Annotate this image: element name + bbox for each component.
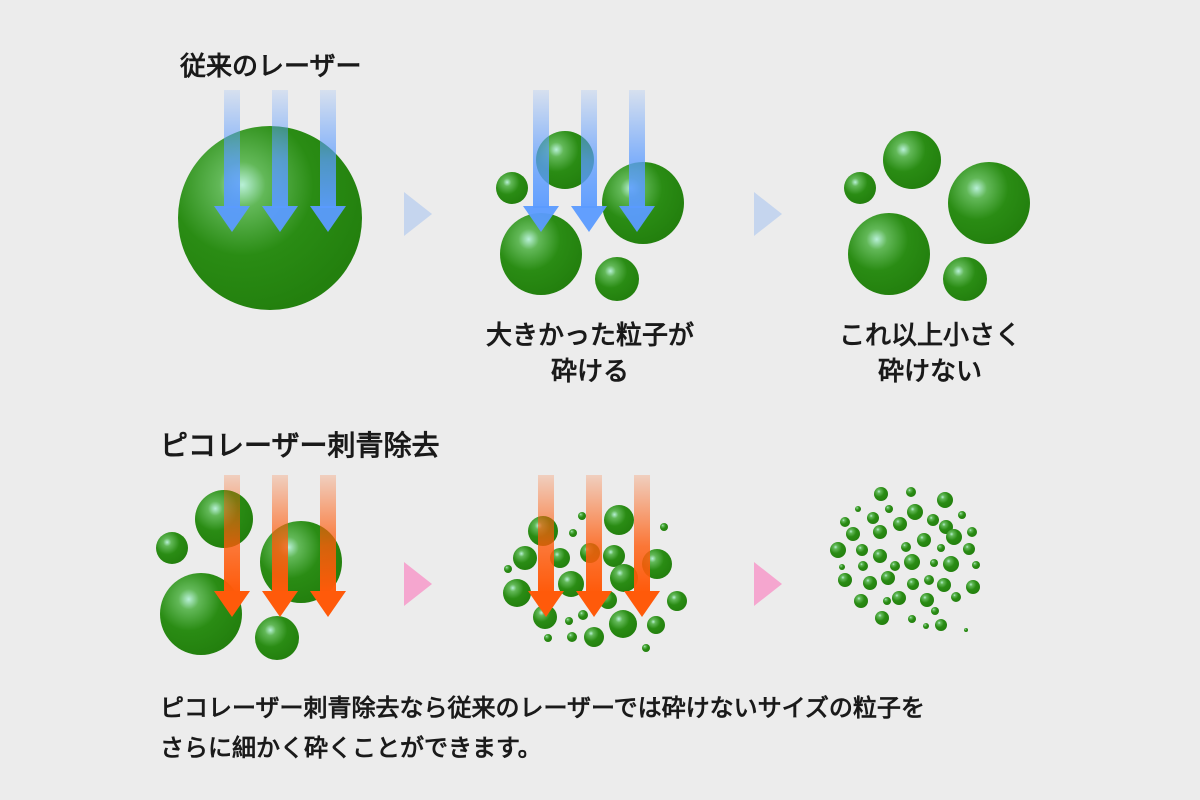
step-arrow-icon	[404, 562, 432, 606]
caption-line: 砕ける	[550, 357, 629, 387]
footer-line: ピコレーザー刺青除去なら従来のレーザーでは砕けないサイズの粒子を	[160, 694, 925, 722]
footer-line: さらに細かく砕くことができます。	[160, 734, 542, 762]
step-arrow-icon	[754, 192, 782, 236]
conventional-stage-2	[496, 90, 684, 301]
caption-line: これ以上小さく	[838, 321, 1021, 351]
red-laser-arrows	[528, 475, 660, 617]
step-arrow-icon	[404, 192, 432, 236]
caption-stage-2: 大きかった粒子が 砕ける	[440, 318, 740, 390]
pico-stage-2	[503, 475, 687, 652]
red-laser-arrows	[214, 475, 346, 617]
caption-stage-3: これ以上小さく 砕けない	[800, 318, 1060, 390]
blue-laser-arrows	[523, 90, 655, 232]
caption-line: 砕けない	[877, 357, 982, 387]
caption-line: 大きかった粒子が	[485, 321, 694, 351]
blue-laser-arrows	[214, 90, 346, 232]
conventional-stage-3	[844, 131, 1030, 301]
conventional-laser-title: 従来のレーザー	[180, 52, 362, 82]
footer-description: ピコレーザー刺青除去なら従来のレーザーでは砕けないサイズの粒子を さらに細かく砕…	[160, 688, 925, 768]
pico-stage-1	[156, 475, 346, 660]
step-arrow-icon	[754, 562, 782, 606]
pico-stage-3	[830, 487, 980, 632]
conventional-stage-1	[178, 90, 362, 310]
pico-laser-title: ピコレーザー刺青除去	[160, 429, 440, 462]
